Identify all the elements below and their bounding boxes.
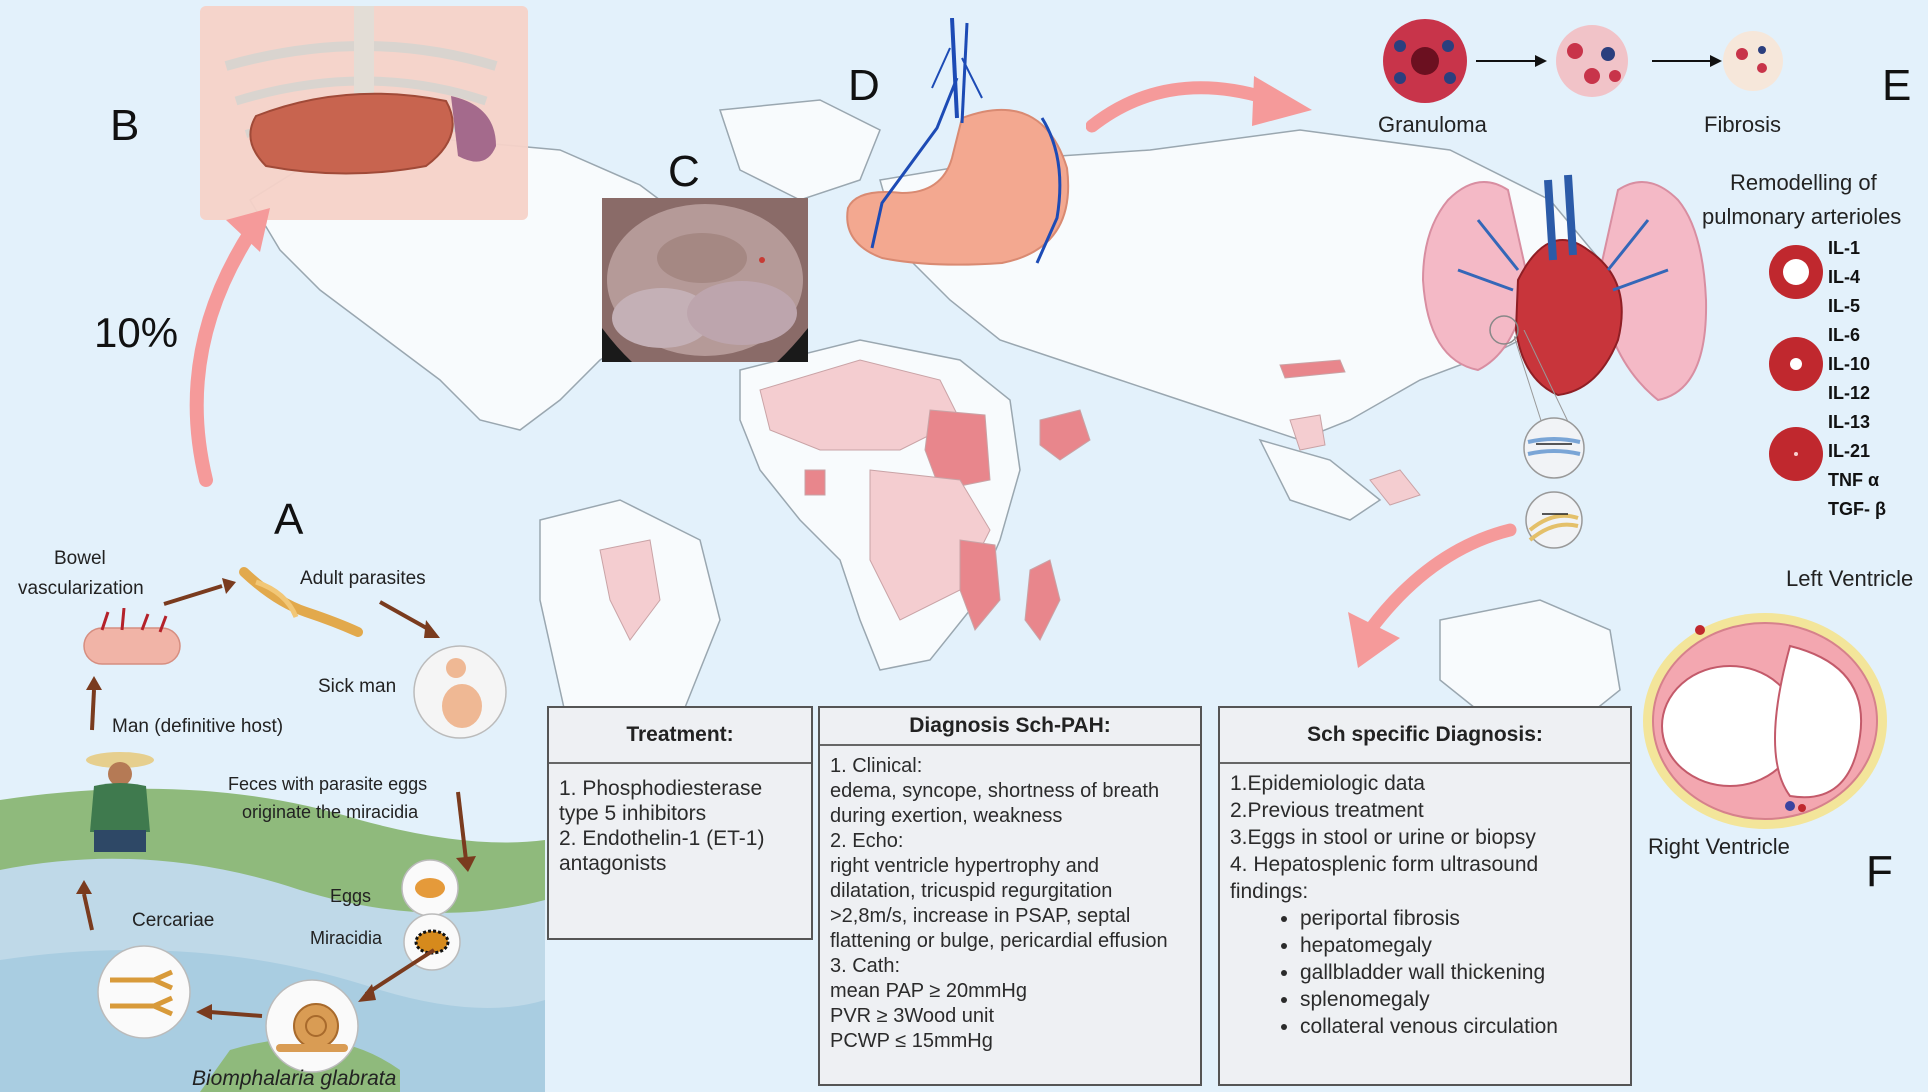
finding-item: hepatomegaly [1300, 932, 1620, 959]
heart-lungs-illustration [1421, 174, 1708, 402]
panel-letter-d: D [848, 61, 880, 110]
cercariae-label: Cercariae [132, 910, 215, 931]
cytokine-label: IL-4 [1828, 267, 1861, 287]
finding-item: collateral venous circulation [1300, 1013, 1620, 1040]
bowel-label-line-1: Bowel [54, 548, 106, 569]
granuloma-fibrosis-progression [1383, 19, 1783, 103]
arrow-a-to-b [189, 208, 270, 487]
ventricle-cross-section [1643, 613, 1887, 829]
cytokine-label: IL-5 [1828, 296, 1861, 316]
panel-letter-a: A [274, 495, 304, 544]
diagnosis-pah-box: Diagnosis Sch-PAH: 1. Clinical: edema, s… [818, 706, 1202, 1086]
endemic-areas [599, 359, 1421, 641]
fibrosis-label: Fibrosis [1704, 112, 1782, 137]
panel-letter-e: E [1882, 61, 1912, 110]
arrow-d-to-e [1086, 76, 1312, 133]
diagnosis-pah-line: >2,8m/s, increase in PSAP, septal [830, 905, 1131, 927]
sick-man-illustration [413, 645, 507, 739]
arrow-e-to-boxes [1348, 523, 1517, 668]
percent-label: 10% [94, 309, 179, 356]
cytokine-label: TNF α [1828, 470, 1880, 490]
treatment-line: antagonists [559, 852, 667, 875]
treatment-line: 1. Phosphodiesterase [559, 777, 763, 800]
endoscopy-image [602, 198, 808, 362]
diagnosis-pah-title: Diagnosis Sch-PAH: [820, 708, 1200, 746]
man-farmer-illustration [86, 752, 154, 852]
diagnosis-pah-line: dilatation, tricuspid regurgitation [830, 880, 1113, 902]
finding-item: gallbladder wall thickening [1300, 959, 1620, 986]
stomach-illustration [846, 18, 1070, 266]
diagnosis-pah-line: mean PAP ≥ 20mmHg [830, 980, 1027, 1002]
remodelling-line-2: pulmonary arterioles [1702, 204, 1902, 229]
granuloma-label: Granuloma [1378, 112, 1487, 137]
specific-diagnosis-title: Sch specific Diagnosis: [1220, 708, 1630, 764]
bowel-label-line-2: vascularization [18, 578, 144, 599]
adult-parasites-label: Adult parasites [300, 568, 426, 589]
bowel-illustration [83, 608, 181, 665]
specific-diagnosis-line: 2.Previous treatment [1230, 799, 1424, 822]
cytokine-label: IL-6 [1828, 325, 1861, 345]
remodelling-line-1: Remodelling of [1730, 170, 1877, 195]
diagnosis-pah-line: right ventricle hypertrophy and [830, 855, 1100, 877]
specific-diagnosis-line: 3.Eggs in stool or urine or biopsy [1230, 826, 1536, 849]
specific-diagnosis-line: 1.Epidemiologic data [1230, 772, 1425, 795]
diagnosis-pah-line: edema, syncope, shortness of breath [830, 780, 1160, 802]
feces-label-line-1: Feces with parasite eggs [228, 774, 428, 794]
specific-diagnosis-box: Sch specific Diagnosis: 1.Epidemiologic … [1218, 706, 1632, 1086]
feces-label-line-2: originate the miracidia [242, 802, 419, 822]
sick-man-label: Sick man [318, 676, 397, 697]
treatment-title: Treatment: [549, 708, 811, 764]
diagnosis-pah-line: 2. Echo: [830, 830, 904, 852]
finding-item: periportal fibrosis [1300, 905, 1620, 932]
treatment-line: 2. Endothelin-1 (ET-1) [559, 827, 765, 850]
diagnosis-pah-line: PCWP ≤ 15mmHg [830, 1030, 993, 1052]
diagnosis-pah-line: during exertion, weakness [830, 805, 1063, 827]
cytokine-label: IL-21 [1828, 441, 1871, 461]
map-southeast-asia [1258, 438, 1382, 521]
cercariae-illustration [97, 945, 191, 1039]
ultrasound-findings-list: periportal fibrosis hepatomegaly gallbla… [1230, 905, 1620, 1040]
adult-parasites-illustration [239, 567, 363, 637]
treatment-box: Treatment: 1. Phosphodiesterase type 5 i… [547, 706, 813, 940]
miracidia-label: Miracidia [310, 928, 383, 948]
treatment-line: type 5 inhibitors [559, 802, 707, 825]
snail-species-label: Biomphalaria glabrata [192, 1067, 397, 1090]
specific-diagnosis-line: findings: [1230, 880, 1309, 903]
diagnosis-pah-line: PVR ≥ 3Wood unit [830, 1005, 995, 1027]
panel-letter-f: F [1866, 847, 1893, 896]
definitive-host-label: Man (definitive host) [112, 716, 284, 737]
map-greenland [718, 99, 881, 201]
finding-item: splenomegaly [1300, 986, 1620, 1013]
diagnosis-pah-line: 1. Clinical: [830, 755, 923, 777]
cytokine-label: IL-1 [1828, 238, 1861, 258]
cytokine-label: IL-13 [1828, 412, 1871, 432]
diagnosis-pah-line: 3. Cath: [830, 955, 901, 977]
panel-letter-b: B [110, 101, 140, 150]
snail-illustration [265, 979, 359, 1073]
specific-diagnosis-line: 4. Hepatosplenic form ultrasound [1230, 853, 1539, 876]
left-ventricle-label: Left Ventricle [1786, 566, 1914, 591]
right-ventricle-label: Right Ventricle [1648, 834, 1790, 859]
arteriole-cross-sections [1769, 245, 1823, 481]
lifecycle-arrows [76, 578, 476, 1020]
eggs-label: Eggs [330, 886, 372, 906]
arteriole-insets [1514, 330, 1585, 549]
liver-torso-illustration [200, 6, 528, 220]
cytokine-label: IL-10 [1828, 354, 1871, 374]
diagnosis-pah-line: flattening or bulge, pericardial effusio… [830, 930, 1168, 952]
cytokine-label: IL-12 [1828, 383, 1871, 403]
panel-letter-c: C [668, 147, 700, 196]
cytokine-label: TGF- β [1828, 499, 1886, 519]
